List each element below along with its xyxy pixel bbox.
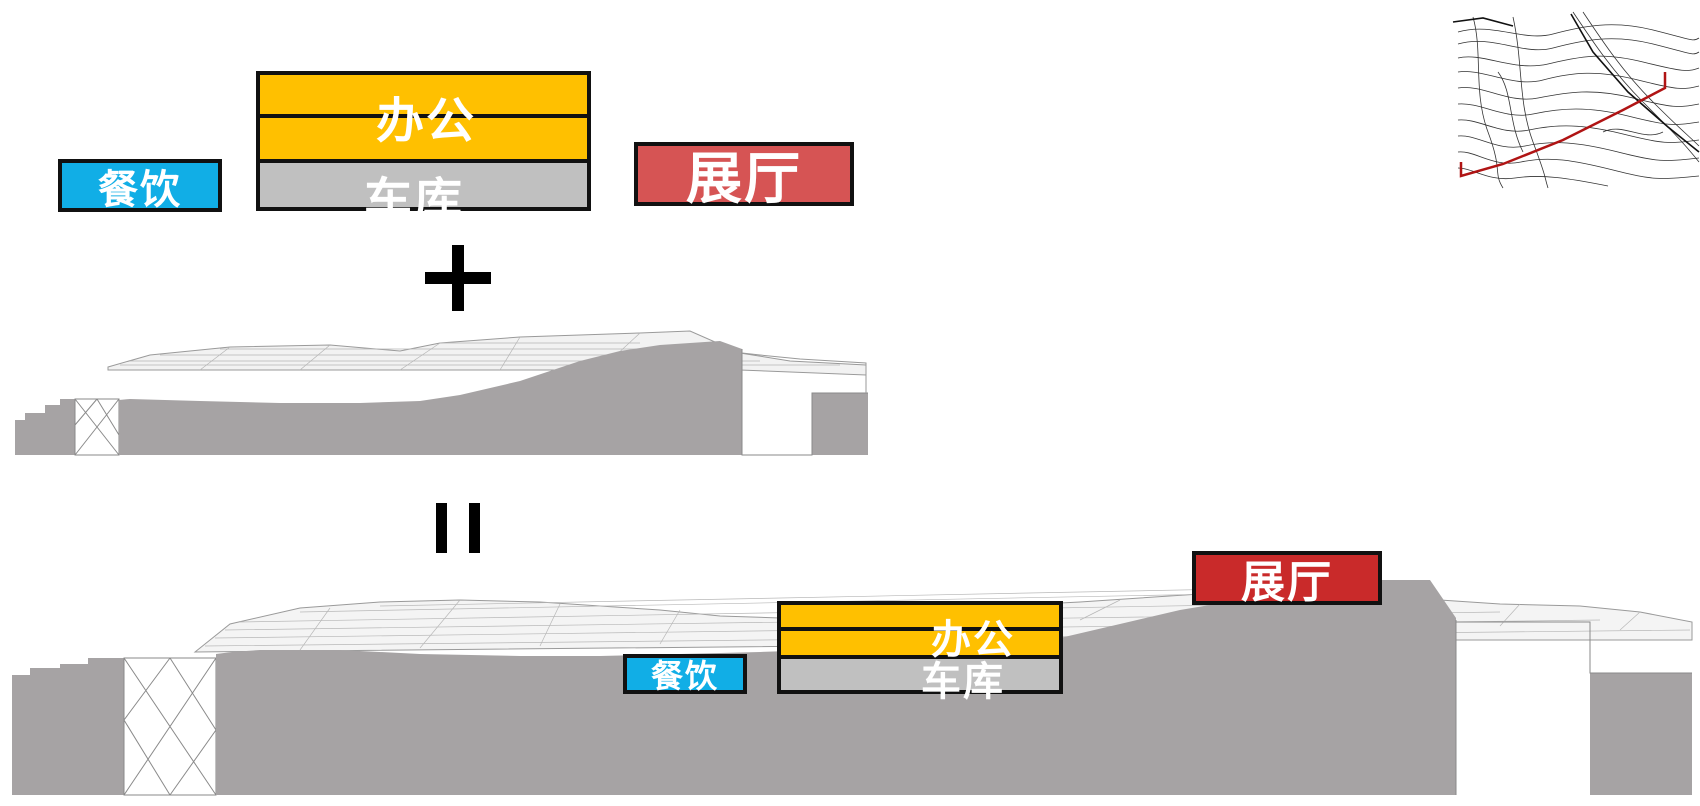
combined-terrain-block-right (1590, 673, 1692, 795)
terrain-mass (119, 341, 742, 455)
office-label-top: 办公 (376, 93, 477, 149)
combined-terrain-step-left (12, 658, 124, 795)
catering-label-top: 餐饮 (98, 166, 182, 213)
office-label-combined: 办公 (931, 617, 1015, 663)
section-cut-line (1459, 72, 1667, 178)
catering-block-top: 餐饮 (58, 159, 222, 213)
terrain-step-left (15, 399, 75, 455)
hall-label-top: 展厅 (686, 146, 802, 212)
office-floor-divider (260, 114, 587, 118)
terrain-block-right (812, 393, 868, 455)
garage-label-combined: 车库 (921, 659, 1005, 705)
hall-block-top: 展厅 (634, 142, 854, 212)
garage-label-top: 车库 (364, 173, 465, 229)
catering-label-combined: 餐饮 (650, 657, 719, 695)
terrain-section-original (15, 330, 868, 456)
combined-lattice-frame-left (123, 657, 217, 796)
site-plan-icon (1452, 11, 1700, 189)
equals-operator: = (436, 503, 480, 553)
office-garage-stack-top: 办公 车库 (256, 71, 591, 229)
catering-block-combined: 餐饮 (623, 654, 747, 695)
hall-block-combined: 展厅 (1192, 551, 1382, 608)
office-garage-stack-combined: 办公 车库 (777, 601, 1063, 705)
lattice-frame-left (74, 398, 120, 456)
garage-floor (260, 159, 587, 207)
hall-label-combined: 展厅 (1241, 557, 1333, 608)
plus-operator: + (425, 245, 491, 311)
